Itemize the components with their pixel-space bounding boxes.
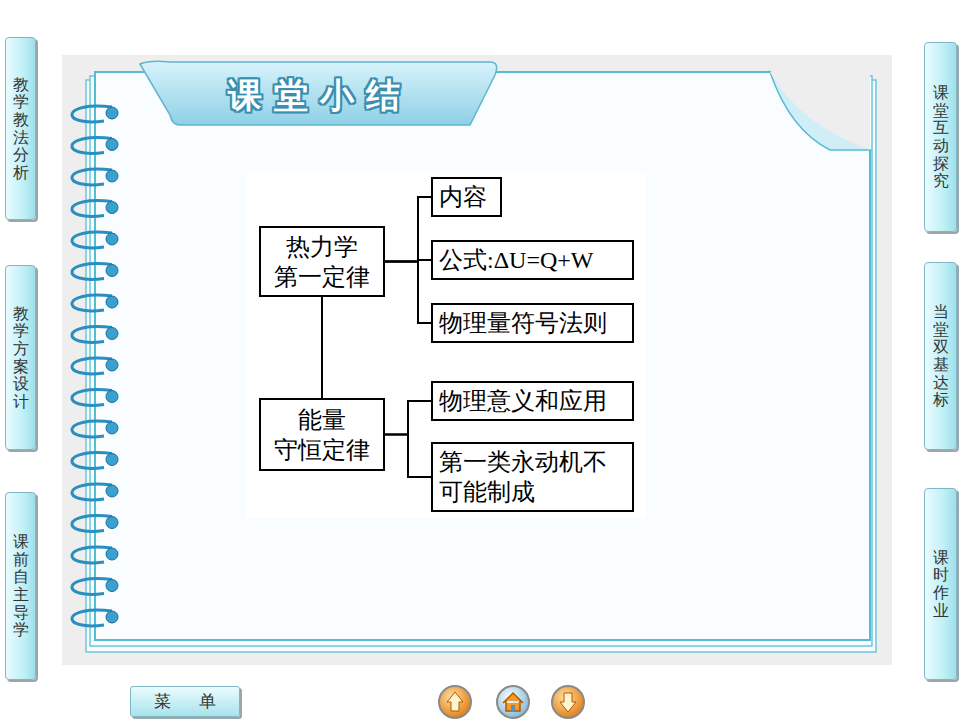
connector-line [385, 401, 431, 435]
connector-line [321, 297, 323, 398]
ring-hole [106, 548, 118, 560]
node-label: 物理意义和应用 [439, 386, 607, 416]
title-tab [140, 61, 497, 125]
down-arrow-icon [560, 693, 576, 712]
ring-hole [106, 611, 118, 623]
ring-hole [106, 485, 118, 497]
ring-hole [106, 202, 118, 214]
page-curl [770, 72, 870, 150]
ring-hole [106, 422, 118, 434]
node-label: 菜 单 [154, 690, 215, 713]
slide-title: 课堂小结 [180, 72, 460, 120]
house-door [511, 705, 515, 711]
ring-hole [106, 359, 118, 371]
ring-hole [106, 139, 118, 151]
branch-box: 第一类永动机不 可能制成 [431, 442, 634, 512]
ring-hole [106, 454, 118, 466]
nav-tab: 教学方案设计 [5, 265, 36, 450]
front-page [95, 72, 870, 640]
ring-hole [106, 328, 118, 340]
node-label: 能量 守恒定律 [267, 405, 377, 465]
up-arrow-icon [447, 692, 463, 711]
spiral-rings [72, 106, 118, 626]
node-label: 教学教法分析 [13, 76, 29, 182]
nav-tab: 当堂双基达标 [924, 262, 957, 450]
node-label: 热力学 第一定律 [267, 232, 377, 292]
prev-button [439, 686, 471, 718]
nav-tab: 课前自主导学 [5, 492, 36, 680]
branch-box: 物理意义和应用 [431, 381, 634, 421]
connector-line [385, 262, 431, 324]
house-icon [503, 693, 523, 711]
concept-box: 能量 守恒定律 [259, 398, 385, 471]
node-label: 课堂互动探究 [933, 84, 949, 190]
curl-gap [770, 72, 870, 150]
ring-hole [106, 170, 118, 182]
ring-hole [106, 107, 118, 119]
node-label: 课时作业 [933, 549, 949, 619]
connector-line [385, 197, 431, 262]
node-label: 课前自主导学 [13, 533, 29, 639]
diagram-panel [246, 172, 646, 518]
menu-button: 菜 单 [130, 686, 240, 717]
connector-line [385, 435, 431, 478]
ring-hole [106, 233, 118, 245]
concept-box: 热力学 第一定律 [259, 226, 385, 297]
next-button [552, 686, 584, 718]
ring-hole [106, 391, 118, 403]
home-button [497, 686, 529, 718]
nav-tab: 教学教法分析 [5, 37, 36, 220]
node-label: 内容 [439, 182, 487, 212]
ring-hole [106, 296, 118, 308]
branch-box: 公式:ΔU=Q+W [431, 240, 634, 280]
branch-box: 物理量符号法则 [431, 303, 634, 343]
node-label: 教学方案设计 [13, 305, 29, 411]
nav-tab: 课堂互动探究 [924, 42, 957, 232]
branch-box: 内容 [431, 177, 502, 217]
ring-hole [106, 517, 118, 529]
ring-hole [106, 265, 118, 277]
node-label: 当堂双基达标 [933, 303, 949, 409]
slide-ground [62, 55, 892, 665]
node-label: 第一类永动机不 可能制成 [439, 447, 626, 507]
node-label: 物理量符号法则 [439, 308, 607, 338]
node-label: 公式:ΔU=Q+W [439, 245, 594, 275]
ring-hole [106, 580, 118, 592]
nav-tab: 课时作业 [924, 488, 957, 680]
